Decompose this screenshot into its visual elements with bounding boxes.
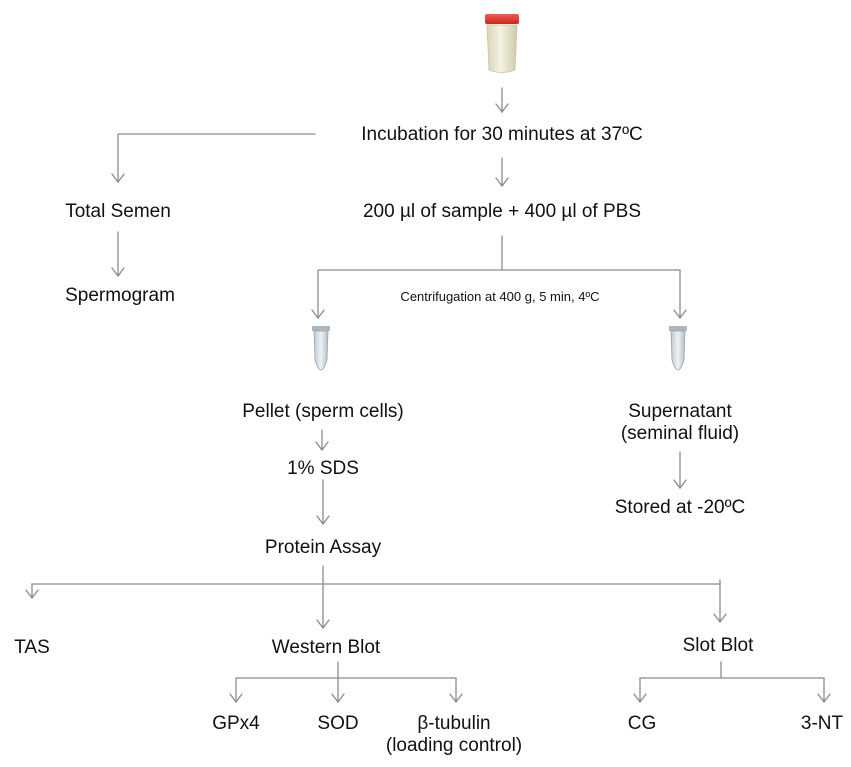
centrifuge-tube-icon [669,326,687,371]
total-semen-label: Total Semen [65,201,171,222]
sample-container-icon [485,14,519,73]
supernatant-label: Supernatant (seminal fluid) [580,401,780,445]
tubulin-line-2: (loading control) [385,735,523,756]
gpx4-label: GPx4 [212,713,260,734]
sds-step: 1% SDS [287,458,359,479]
slot-blot-label: Slot Blot [682,635,754,656]
tas-label: TAS [14,637,50,658]
stored-label: Stored at -20ºC [614,497,746,518]
sample-mix-step: 200 µl of sample + 400 µl of PBS [362,201,642,222]
incubation-step: Incubation for 30 minutes at 37ºC [361,124,643,145]
3nt-label: 3-NT [800,713,844,734]
spermogram-label: Spermogram [65,285,175,306]
pellet-label: Pellet (sperm cells) [242,401,404,422]
cg-label: CG [627,713,657,734]
centrifuge-tube-icon [312,326,330,371]
tubulin-line-1: β-tubulin [417,713,491,734]
sod-label: SOD [317,713,359,734]
supernatant-line-1: Supernatant [628,401,732,422]
tubulin-label: β-tubulin (loading control) [354,713,554,757]
centrifugation-step: Centrifugation at 400 g, 5 min, 4ºC [400,289,600,304]
protein-assay-step: Protein Assay [264,537,382,558]
supernatant-line-2: (seminal fluid) [620,423,740,444]
western-blot-label: Western Blot [271,637,381,658]
